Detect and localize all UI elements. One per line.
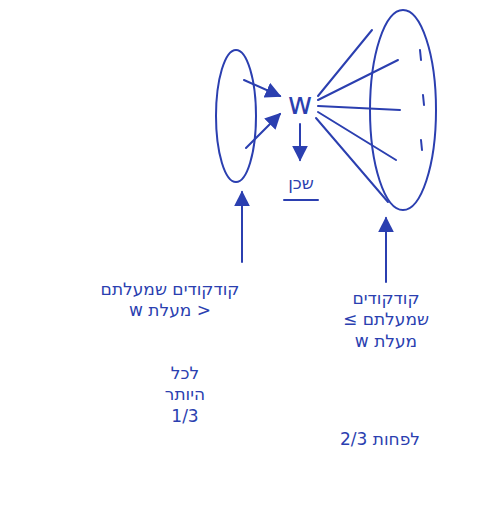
down-arrow: [299, 124, 301, 160]
tick: [420, 50, 421, 60]
edge-line: [246, 114, 280, 148]
tick: [423, 95, 424, 105]
tick: [421, 140, 422, 150]
edge-line: [318, 112, 396, 160]
set-description: קודקודים שמעלתם ≥ מעלת w: [326, 288, 446, 352]
small-set-ellipse: [216, 50, 256, 182]
up-arrow: [241, 192, 243, 262]
edge-line: [318, 106, 400, 110]
edge-line: [318, 60, 398, 100]
note-label: שכן: [271, 173, 331, 194]
edge-line: [316, 118, 388, 202]
probability-note: לפחות 2/3: [320, 429, 440, 450]
up-arrow: [385, 218, 387, 282]
underline: [284, 199, 318, 201]
set-description: קודקודים שמעלתם < מעלת w: [95, 279, 245, 322]
edge-line: [244, 80, 280, 96]
probability-note: לכל היותר 1/3: [157, 363, 213, 427]
vertex-letter: w: [280, 85, 320, 123]
